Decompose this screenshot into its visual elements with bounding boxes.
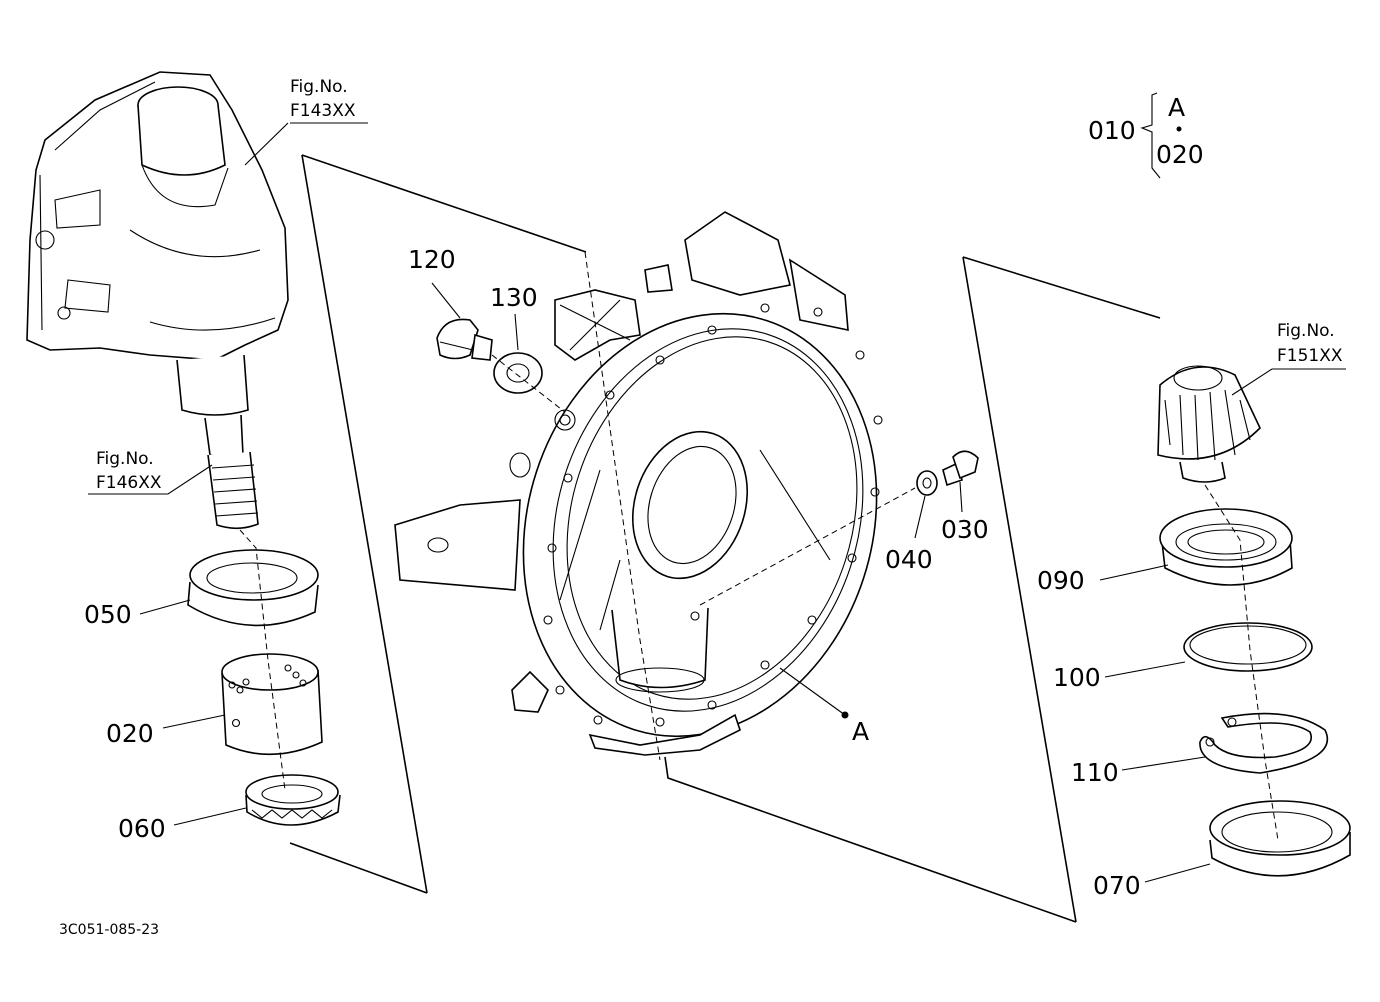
bushing-020 bbox=[221, 653, 323, 756]
fig-ref-top-left-line1: Fig.No. bbox=[290, 77, 348, 97]
part-label-070: 070 bbox=[1093, 871, 1141, 900]
assembly-key-parent: 010 bbox=[1088, 116, 1136, 145]
bearing-090 bbox=[1159, 508, 1293, 586]
axis-right-stack bbox=[1204, 484, 1279, 841]
part-label-130: 130 bbox=[490, 283, 538, 312]
upper-housing-assembly bbox=[26, 71, 289, 530]
washer-040 bbox=[916, 470, 938, 496]
axis-plug bbox=[491, 354, 576, 421]
part-label-060: 060 bbox=[118, 814, 166, 843]
screw-030 bbox=[942, 450, 979, 487]
group-frame-left bbox=[289, 154, 587, 894]
leader-lines bbox=[88, 122, 1346, 883]
part-label-120: 120 bbox=[408, 245, 456, 274]
fig-ref-middle-left-line2: F146XX bbox=[96, 473, 162, 493]
pinion-gear bbox=[1157, 365, 1261, 483]
part-label-040: 040 bbox=[885, 545, 933, 574]
part-label-050: 050 bbox=[84, 600, 132, 629]
assembly-key: 010 A 020 bbox=[1088, 92, 1204, 179]
assembly-key-assembly: A bbox=[1168, 93, 1185, 122]
fig-ref-middle-left-line1: Fig.No. bbox=[96, 449, 154, 469]
axis-main bbox=[584, 251, 661, 761]
thrust-bearing-060 bbox=[245, 774, 341, 826]
part-label-110: 110 bbox=[1071, 758, 1119, 787]
plug-120 bbox=[436, 318, 493, 361]
part-label-090: 090 bbox=[1037, 566, 1085, 595]
assembly-key-member: 020 bbox=[1156, 140, 1204, 169]
part-label-030: 030 bbox=[941, 515, 989, 544]
fig-ref-right-line1: Fig.No. bbox=[1277, 321, 1335, 341]
main-housing-A bbox=[394, 211, 883, 756]
drawing-code: 3C051-085-23 bbox=[59, 922, 159, 938]
part-label-100: 100 bbox=[1053, 663, 1101, 692]
group-frame-right bbox=[664, 256, 1161, 923]
fig-ref-top-left-line2: F143XX bbox=[290, 101, 356, 121]
axis-left-stack bbox=[239, 529, 286, 791]
fig-ref-right-line2: F151XX bbox=[1277, 346, 1343, 366]
part-label-020: 020 bbox=[106, 719, 154, 748]
part-label-A: A bbox=[852, 717, 869, 746]
reference-dot-A bbox=[841, 711, 849, 719]
seal-070 bbox=[1209, 800, 1351, 877]
washer-130 bbox=[493, 352, 543, 394]
axis-screw bbox=[699, 487, 916, 606]
oil-seal-050 bbox=[187, 549, 319, 627]
snap-ring-110 bbox=[1199, 712, 1329, 774]
